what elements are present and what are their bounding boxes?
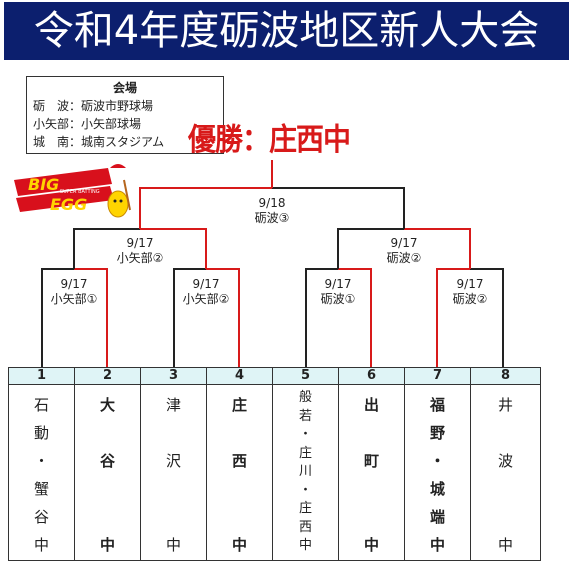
bracket-line-final-right bbox=[272, 187, 405, 229]
venue-heading: 会場 bbox=[112, 81, 137, 95]
qf1-date: 9/17 bbox=[60, 277, 88, 291]
venue-row-tonami: 砺 波：砺波市野球場 bbox=[33, 99, 154, 113]
team-number-6: 6 bbox=[339, 368, 405, 385]
team-number-3: 3 bbox=[141, 368, 207, 385]
team-cell-2: 大 谷 中 bbox=[75, 385, 141, 560]
team-cell-6: 出 町 中 bbox=[339, 385, 405, 560]
team-cell-1: 石 動 ・ 蟹 谷 中 bbox=[9, 385, 75, 560]
qf2-date: 9/17 bbox=[192, 277, 220, 291]
semi-left-date: 9/17 bbox=[126, 236, 154, 250]
logo-big: BIG bbox=[28, 175, 59, 194]
bracket-line-final-left bbox=[139, 187, 272, 229]
final-date: 9/18 bbox=[258, 196, 286, 210]
team-name-4: 庄 西 中 bbox=[231, 396, 247, 554]
team-cell-7: 福 野 ・ 城 端 中 bbox=[405, 385, 471, 560]
bracket-line-semi-left-a bbox=[73, 228, 140, 269]
semi-right-date: 9/17 bbox=[390, 236, 418, 250]
qf4-date: 9/17 bbox=[456, 277, 484, 291]
bracket-line-team8 bbox=[470, 268, 504, 368]
qf3-venue: 砺波① bbox=[320, 292, 356, 306]
team-number-8: 8 bbox=[471, 368, 540, 385]
qf1-round-label: 9/17 小矢部① bbox=[42, 277, 106, 307]
semi-right-venue: 砺波② bbox=[386, 251, 422, 265]
venue-legend: 会場 砺 波：砺波市野球場 小矢部：小矢部球場 城 南：城南スタジアム bbox=[26, 76, 224, 154]
team-number-2: 2 bbox=[75, 368, 141, 385]
bracket-line-semi-right-a bbox=[337, 228, 404, 269]
bracket-line-semi-left-b bbox=[140, 228, 207, 269]
bracket-line-team4 bbox=[206, 268, 240, 368]
bracket-line-team2 bbox=[74, 268, 108, 368]
logo-egg: EGG bbox=[50, 195, 87, 214]
team-name-3: 津 沢 中 bbox=[165, 396, 181, 554]
team-name-2: 大 谷 中 bbox=[99, 396, 115, 554]
venue-row-oyabe: 小矢部：小矢部球場 bbox=[33, 117, 142, 131]
qf3-round-label: 9/17 砺波① bbox=[306, 277, 370, 307]
bracket-line-team1 bbox=[41, 268, 74, 368]
team-cell-3: 津 沢 中 bbox=[141, 385, 207, 560]
team-cell-5: 般 若 ・ 庄 川 ・ 庄 西 中 bbox=[273, 385, 339, 560]
final-round-label: 9/18 砺波③ bbox=[242, 196, 302, 226]
semi-left-round-label: 9/17 小矢部② bbox=[108, 236, 172, 266]
title-banner: 令和4年度砺波地区新人大会 bbox=[4, 2, 569, 60]
big-egg-logo: BIG SUPER BATTING EGG bbox=[14, 164, 131, 218]
team-name-6: 出 町 中 bbox=[363, 396, 379, 554]
team-number-1: 1 bbox=[9, 368, 75, 385]
team-name-1: 石 動 ・ 蟹 谷 中 bbox=[33, 396, 49, 554]
logo-super-batting: SUPER BATTING bbox=[60, 189, 100, 195]
team-cell-4: 庄 西 中 bbox=[207, 385, 273, 560]
qf2-venue: 小矢部② bbox=[182, 292, 230, 306]
bracket-line-team7 bbox=[436, 268, 470, 368]
team-table: 1 2 3 4 5 6 7 8 石 動 ・ 蟹 谷 中 大 谷 中 津 沢 中 … bbox=[8, 367, 541, 561]
team-number-4: 4 bbox=[207, 368, 273, 385]
bracket-line-team5 bbox=[305, 268, 338, 368]
team-name-7: 福 野 ・ 城 端 中 bbox=[429, 396, 445, 554]
team-cell-8: 井 波 中 bbox=[471, 385, 540, 560]
team-name-8: 井 波 中 bbox=[497, 396, 513, 554]
semi-left-venue: 小矢部② bbox=[116, 251, 164, 265]
venue-row-jonan: 城 南：城南スタジアム bbox=[33, 135, 165, 149]
champion-label: 優勝：庄西中 bbox=[188, 121, 351, 158]
qf3-date: 9/17 bbox=[324, 277, 352, 291]
semi-right-round-label: 9/17 砺波② bbox=[372, 236, 436, 266]
final-venue: 砺波③ bbox=[254, 211, 290, 225]
bracket-line-team3 bbox=[173, 268, 206, 368]
qf2-round-label: 9/17 小矢部② bbox=[174, 277, 238, 307]
qf4-venue: 砺波② bbox=[452, 292, 488, 306]
qf1-venue: 小矢部① bbox=[50, 292, 98, 306]
page-title: 令和4年度砺波地区新人大会 bbox=[33, 8, 540, 54]
bracket-line-semi-right-b bbox=[404, 228, 471, 269]
team-name-5: 般 若 ・ 庄 川 ・ 庄 西 中 bbox=[298, 390, 312, 553]
bracket-line-team6 bbox=[338, 268, 372, 368]
qf4-round-label: 9/17 砺波② bbox=[438, 277, 502, 307]
team-number-7: 7 bbox=[405, 368, 471, 385]
team-number-5: 5 bbox=[273, 368, 339, 385]
